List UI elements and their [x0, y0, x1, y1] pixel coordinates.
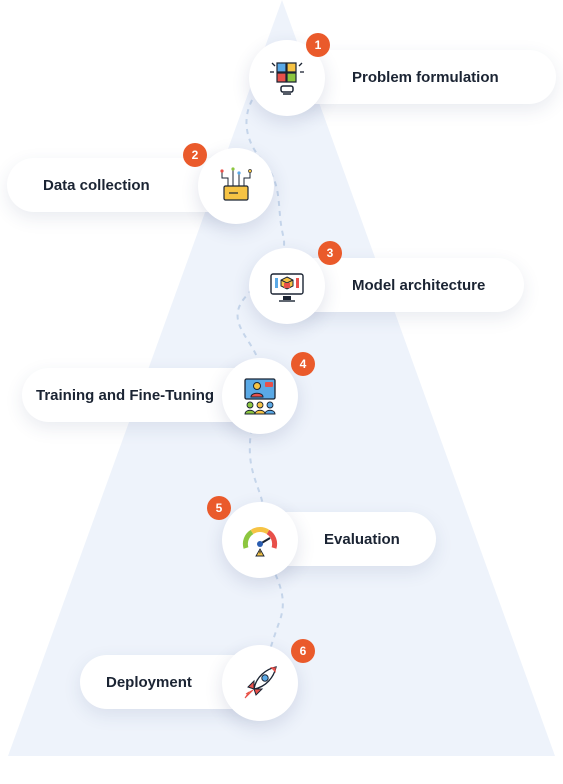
- presentation-training-icon: [244, 378, 276, 415]
- step-1-label: Problem formulation: [352, 68, 499, 86]
- step-2-icon-circle: [198, 148, 274, 224]
- step-6-icon-circle: [222, 645, 298, 721]
- step-4-label: Training and Fine-Tuning: [36, 386, 215, 404]
- gauge-icon: [242, 527, 278, 557]
- step-3-badge: 3: [318, 241, 342, 265]
- step-6-badge: 6: [291, 639, 315, 663]
- step-4-badge: 4: [291, 352, 315, 376]
- dashed-connector-path: [236, 83, 286, 691]
- step-5-label: Evaluation: [324, 530, 400, 548]
- step-1-badge: 1: [306, 33, 330, 57]
- data-folder-icon: [220, 167, 252, 201]
- step-1-card: Problem formulation: [288, 50, 556, 104]
- monitor-model-icon: [270, 273, 304, 302]
- step-3-label: Model architecture: [352, 276, 486, 294]
- puzzle-lightbulb-icon: [270, 62, 304, 95]
- step-4-icon-circle: [222, 358, 298, 434]
- step-3-icon-circle: [249, 248, 325, 324]
- step-3-card: Model architecture: [288, 258, 524, 312]
- step-5-badge: 5: [207, 496, 231, 520]
- step-6-label: Deployment: [106, 673, 192, 691]
- rocket-icon: [244, 666, 277, 699]
- step-2-label: Data collection: [43, 176, 150, 194]
- step-2-badge: 2: [183, 143, 207, 167]
- step-5-icon-circle: [222, 502, 298, 578]
